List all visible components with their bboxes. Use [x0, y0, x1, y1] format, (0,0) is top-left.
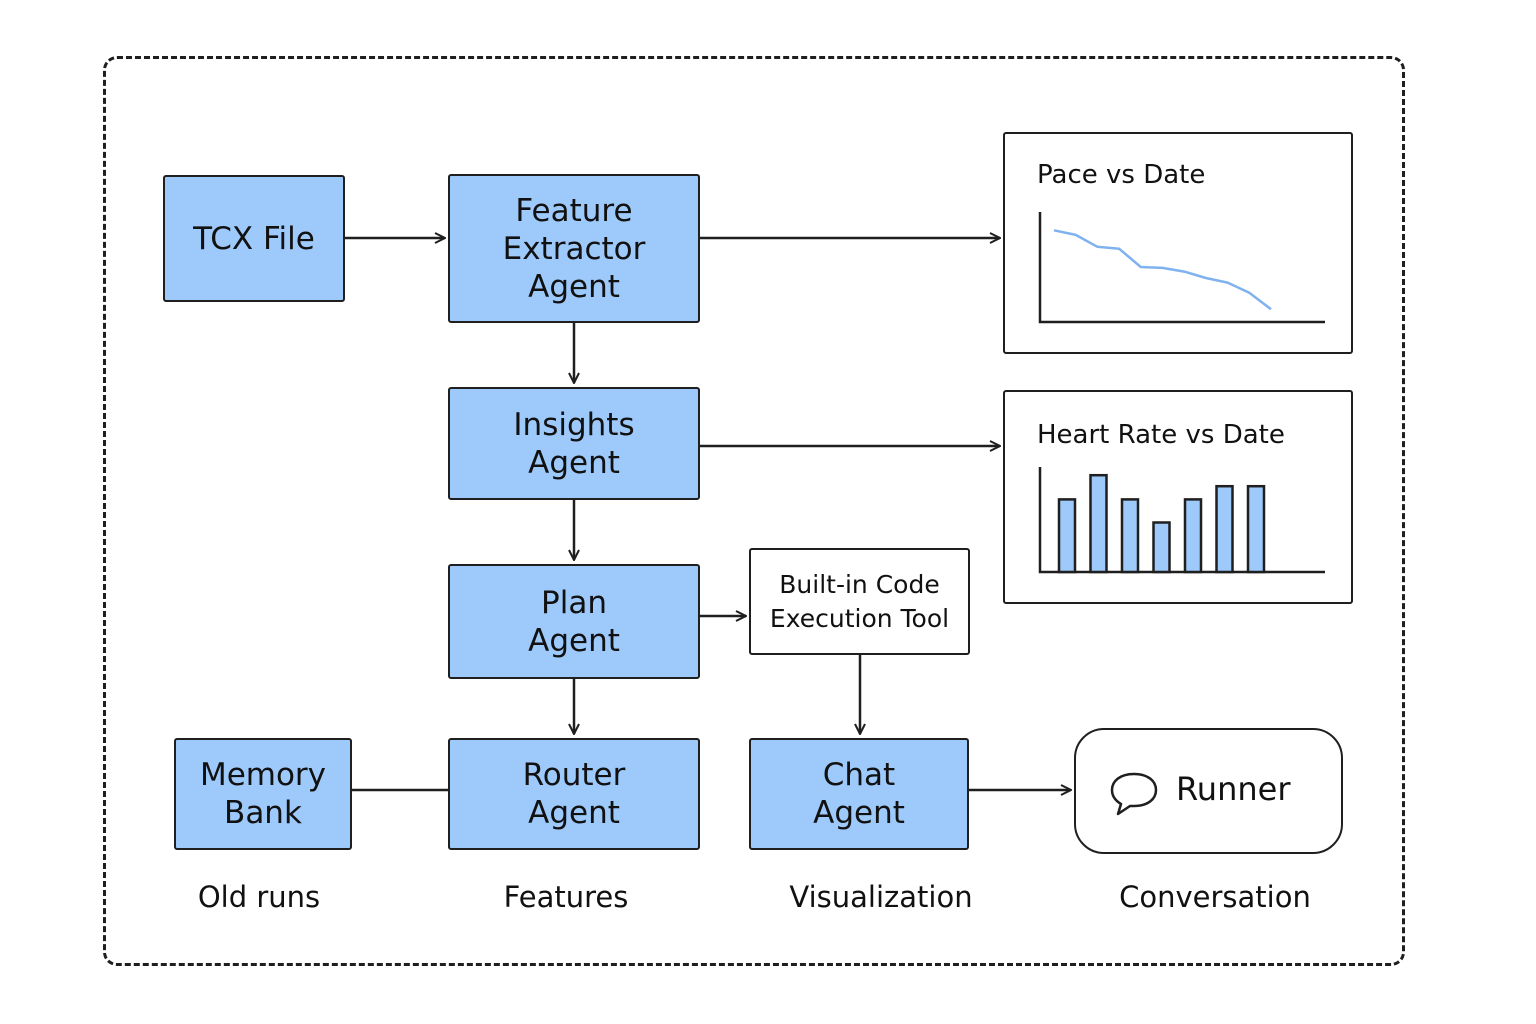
heart-rate-bar	[1120, 498, 1140, 574]
caption-conversation: Conversation	[1119, 880, 1311, 914]
tcx-file-node: TCX File	[163, 175, 345, 302]
heart-rate-bar	[1152, 521, 1171, 574]
plan-agent-node: Plan Agent	[448, 564, 700, 679]
heart-rate-chart	[1038, 467, 1325, 574]
pace-chart-panel: Pace vs Date	[1003, 132, 1353, 354]
heart-rate-chart-title: Heart Rate vs Date	[1037, 420, 1285, 450]
code-execution-tool-node: Built-in Code Execution Tool	[749, 548, 970, 655]
router-agent-node: Router Agent	[448, 738, 700, 850]
runner-node: Runner	[1074, 728, 1343, 854]
feature-extractor-agent-node: Feature Extractor Agent	[448, 174, 700, 323]
caption-features: Features	[503, 880, 629, 914]
chat-bubble-icon	[1110, 772, 1158, 816]
pace-chart-title: Pace vs Date	[1037, 160, 1206, 190]
heart-rate-bar	[1215, 484, 1234, 574]
heart-rate-bar	[1183, 498, 1203, 574]
caption-old-runs: Old runs	[197, 880, 321, 914]
heart-rate-chart-panel: Heart Rate vs Date	[1003, 390, 1353, 604]
pace-chart-axes	[1038, 212, 1325, 324]
insights-agent-node: Insights Agent	[448, 387, 700, 500]
heart-rate-bar	[1246, 484, 1266, 574]
heart-rate-bar	[1089, 473, 1108, 574]
pace-chart	[1038, 212, 1325, 324]
system-boundary	[103, 56, 1405, 966]
memory-bank-node: Memory Bank	[174, 738, 352, 850]
caption-visualization: Visualization	[789, 880, 973, 914]
runner-label: Runner	[1176, 770, 1291, 808]
heart-rate-chart-axes	[1038, 467, 1325, 574]
chat-agent-node: Chat Agent	[749, 738, 969, 850]
heart-rate-bar	[1057, 498, 1077, 574]
pace-line-series	[1053, 229, 1272, 311]
